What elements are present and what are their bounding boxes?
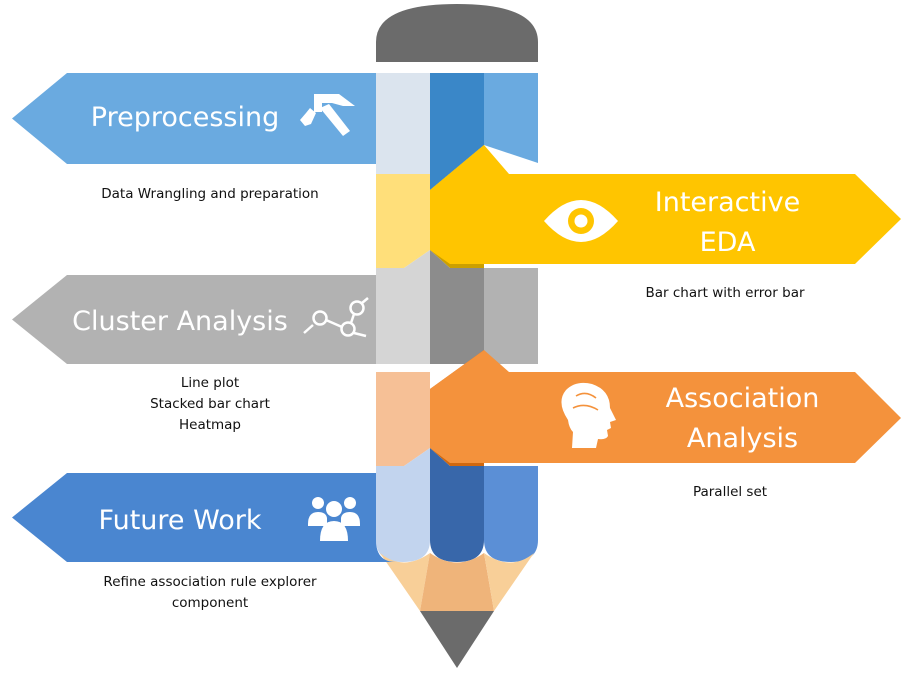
stage-title-association-analysis: Association Analysis	[665, 383, 820, 454]
stage-title-preprocessing: Preprocessing	[90, 102, 280, 133]
banner-interactive-eda	[430, 145, 901, 264]
stage-caption-future-work: Refine association rule explorer compone…	[60, 572, 360, 614]
eye-icon	[544, 200, 618, 242]
caption-line: Bar chart with error bar	[645, 285, 805, 301]
banner-future-work	[12, 473, 396, 562]
pencil-segment-preprocessing	[376, 73, 538, 190]
scatter-line-icon	[303, 297, 369, 338]
caption-line: Parallel set	[692, 484, 768, 500]
caption-line: Heatmap	[178, 417, 241, 433]
group-icon	[308, 497, 360, 541]
stage-title-future-work: Future Work	[98, 505, 262, 536]
banner-cluster-analysis	[12, 275, 376, 364]
hammer-icon	[300, 94, 355, 136]
pencil-eraser-cap	[376, 4, 538, 62]
banner-association-analysis	[430, 350, 901, 463]
pencil-segment-cluster-analysis	[376, 250, 538, 364]
stage-caption-preprocessing: Data Wrangling and preparation	[70, 184, 350, 205]
banner-preprocessing	[12, 73, 376, 164]
caption-line: Data Wrangling and preparation	[101, 186, 319, 202]
caption-line: Stacked bar chart	[150, 396, 270, 412]
pencil-tip	[380, 553, 534, 668]
caption-line: component	[171, 595, 249, 611]
stage-caption-association-analysis: Parallel set	[630, 482, 830, 503]
head-profile-icon	[561, 382, 616, 448]
stage-title-cluster-analysis: Cluster Analysis	[72, 306, 288, 337]
stage-caption-interactive-eda: Bar chart with error bar	[600, 283, 850, 304]
caption-line: Refine association rule explorer	[103, 574, 317, 590]
stage-title-interactive-eda: Interactive EDA	[654, 187, 801, 258]
stage-caption-cluster-analysis: Line plot Stacked bar chart Heatmap	[110, 373, 310, 436]
caption-line: Line plot	[180, 375, 240, 391]
pencil-segment-future-work	[376, 448, 538, 562]
